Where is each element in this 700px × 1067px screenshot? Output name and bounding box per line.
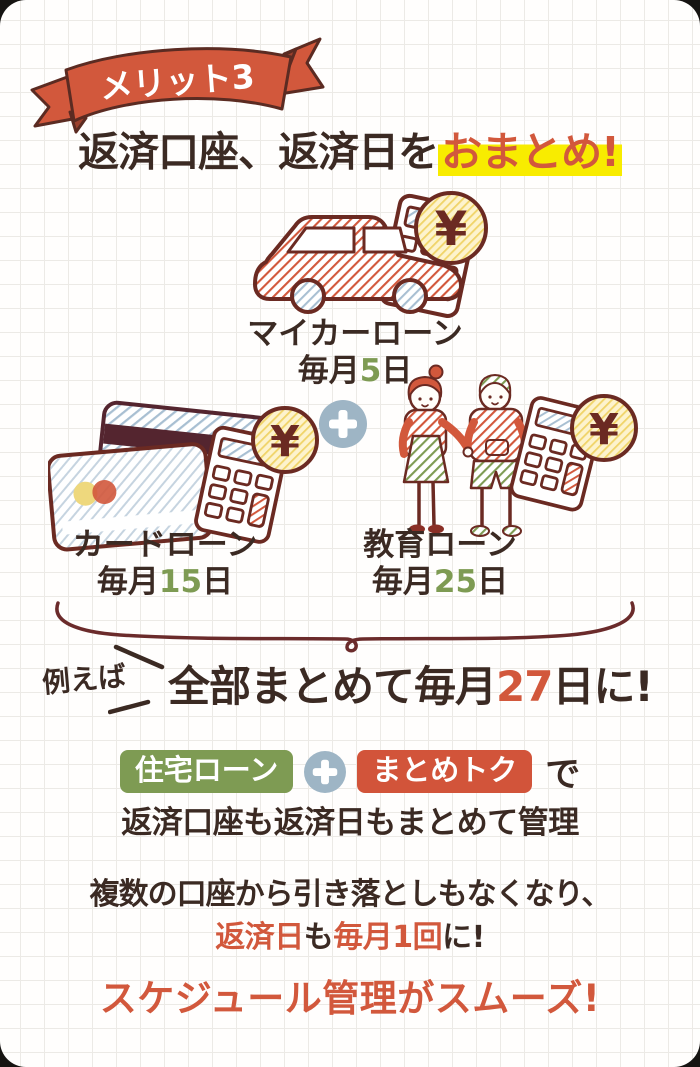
education-loan-illustration: ¥ bbox=[398, 364, 638, 537]
yen-coin-icon: ¥ bbox=[414, 191, 488, 265]
loan-name: マイカーローン bbox=[247, 316, 463, 352]
combo-suffix: で bbox=[545, 755, 581, 795]
matome-toku-badge: まとめトク bbox=[357, 749, 533, 794]
couple-icon bbox=[398, 364, 530, 537]
ribbon-band bbox=[64, 47, 293, 123]
day-suffix: 日 bbox=[381, 353, 413, 389]
combo-caption: 返済口座も返済日もまとめて管理 bbox=[121, 805, 579, 841]
loan-day: 毎月5日 bbox=[200, 353, 510, 390]
title-prefix: 返済口座、返済日を bbox=[78, 128, 439, 176]
yen-symbol: ¥ bbox=[589, 405, 619, 455]
yen-coin-icon: ¥ bbox=[251, 406, 319, 474]
day-number: 5 bbox=[359, 353, 382, 389]
plus-icon bbox=[319, 400, 367, 448]
day-prefix: 毎月 bbox=[96, 564, 159, 600]
brace-decoration bbox=[55, 601, 635, 653]
example-number: 27 bbox=[496, 662, 553, 711]
card-loan-illustration: ¥ bbox=[48, 400, 319, 552]
example-after: 日に! bbox=[552, 662, 653, 711]
loan-name: 教育ローン bbox=[363, 527, 517, 563]
plus-icon bbox=[304, 750, 347, 793]
example-text: 全部まとめて毎月27日に! bbox=[168, 653, 654, 714]
title-highlight: おまとめ! bbox=[438, 128, 622, 176]
example-before: 全部まとめて毎月 bbox=[168, 662, 497, 711]
day-number: 25 bbox=[433, 564, 478, 600]
day-number: 15 bbox=[158, 564, 203, 600]
car-wheel bbox=[392, 278, 428, 314]
yen-symbol: ¥ bbox=[435, 202, 468, 257]
loan-day: 毎月25日 bbox=[290, 564, 590, 601]
note-line2: 返済日も毎月1回に! bbox=[0, 912, 700, 956]
loan-label-card: カードローン 毎月15日 bbox=[15, 527, 315, 601]
yen-symbol: ¥ bbox=[270, 417, 300, 467]
note-line1: 複数の口座から引き落としもなくなり、 bbox=[89, 877, 612, 912]
note-seg-repayment-day: 返済日 bbox=[215, 920, 304, 955]
loan-day: 毎月15日 bbox=[15, 564, 315, 601]
car-icon bbox=[253, 215, 463, 314]
note-seg-once-monthly: 毎月1回 bbox=[333, 920, 443, 955]
car-rear-window bbox=[362, 226, 408, 254]
note-seg-also: も bbox=[303, 920, 334, 955]
ribbon-banner: メリット3 bbox=[30, 37, 325, 134]
page-title: 返済口座、返済日をおまとめ! bbox=[0, 118, 700, 178]
loan-label-education: 教育ローン 毎月25日 bbox=[290, 527, 590, 601]
note-seg-end: に! bbox=[442, 920, 485, 955]
loan-label-car: マイカーローン 毎月5日 bbox=[200, 316, 510, 390]
footer-message: スケジュール管理がスムーズ! bbox=[99, 977, 601, 1020]
day-suffix: 日 bbox=[202, 564, 234, 600]
day-suffix: 日 bbox=[477, 564, 509, 600]
housing-loan-badge: 住宅ローン bbox=[119, 749, 294, 794]
day-prefix: 毎月 bbox=[371, 564, 434, 600]
day-prefix: 毎月 bbox=[297, 353, 360, 389]
yen-coin-icon: ¥ bbox=[570, 394, 638, 462]
loan-name: カードローン bbox=[72, 527, 258, 563]
boy-figure bbox=[462, 373, 530, 537]
car-wheel bbox=[290, 278, 326, 314]
car-front-window bbox=[286, 226, 356, 254]
car-loan-illustration: ¥ bbox=[253, 191, 488, 318]
girl-figure bbox=[398, 364, 472, 534]
holding-hands bbox=[462, 446, 474, 458]
emphasis-strokes-icon bbox=[108, 644, 165, 715]
combo-row: 住宅ローン まとめトク で bbox=[0, 746, 700, 797]
